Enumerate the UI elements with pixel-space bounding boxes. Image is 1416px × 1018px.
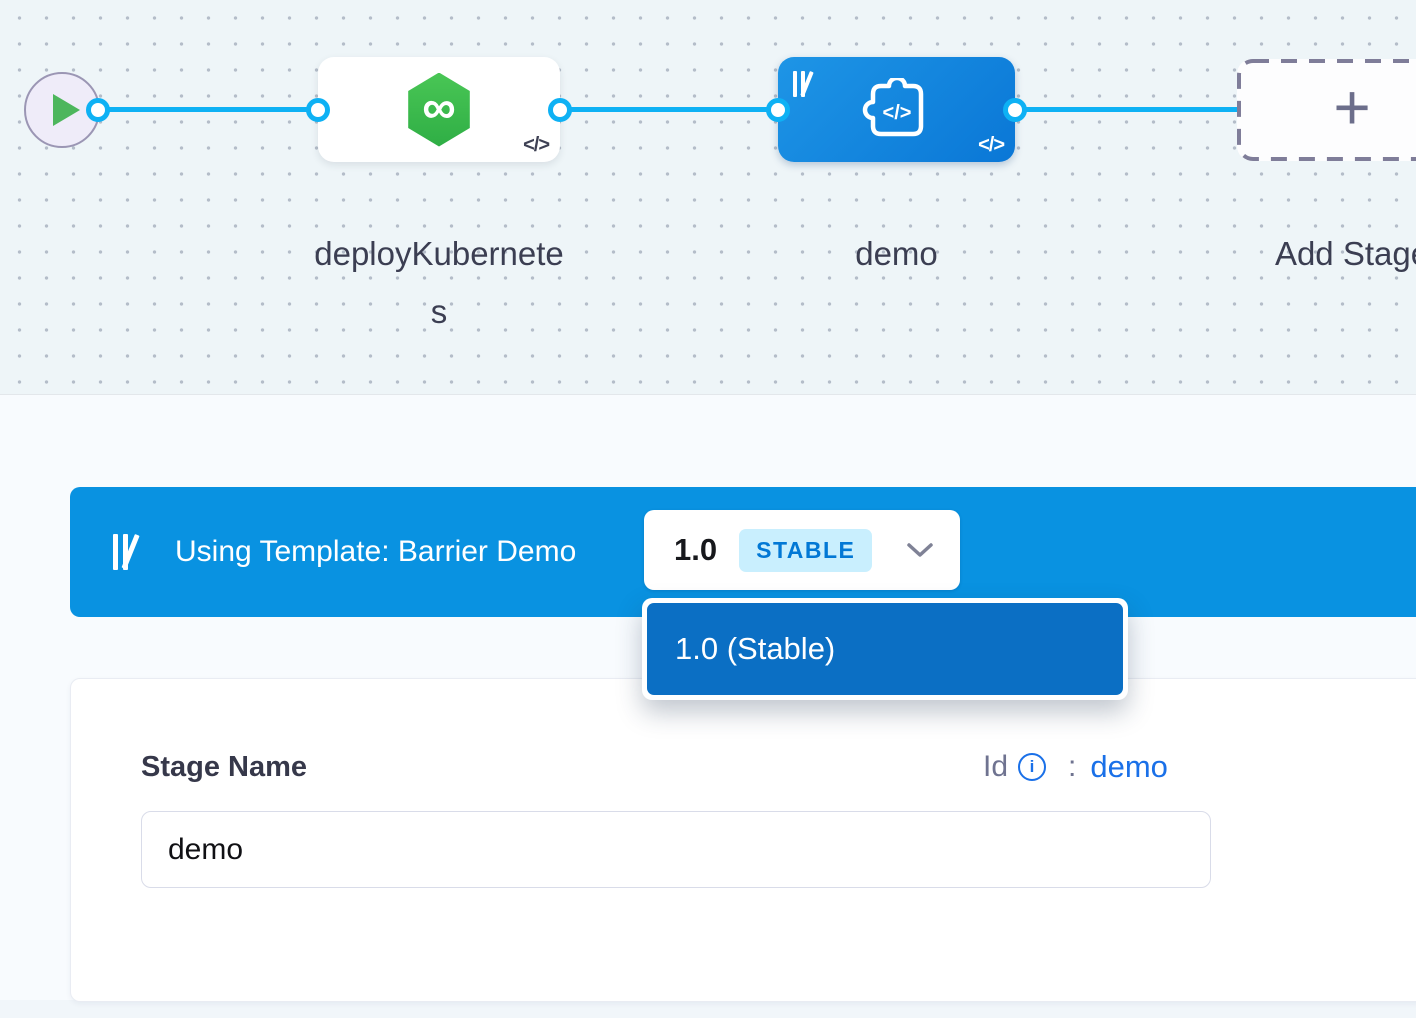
deploy-stage-icon: ∞ (408, 72, 470, 147)
stage-label-deploykubernetes[interactable]: deployKubernetes (314, 235, 564, 330)
stage-node-deploykubernetes[interactable]: ∞ </> (318, 57, 560, 162)
custom-stage-icon: </> (862, 77, 923, 136)
chevron-down-icon (907, 542, 933, 557)
add-stage-label[interactable]: Add Stage (1274, 235, 1416, 272)
code-toggle-icon: </> (523, 134, 550, 156)
svg-text:</>: </> (882, 102, 911, 124)
template-library-icon (113, 534, 151, 570)
stage-id-value[interactable]: demo (1090, 749, 1168, 784)
info-icon[interactable]: i (1018, 753, 1047, 781)
code-toggle-icon: </> (978, 134, 1005, 156)
edge-deploy-to-demo (558, 107, 780, 112)
port-demo-out[interactable] (1003, 98, 1027, 122)
port-start-out[interactable] (86, 98, 110, 122)
stage-name-label: Stage Name (141, 751, 308, 783)
id-colon: : (1068, 750, 1077, 783)
pipeline-canvas[interactable]: ∞ </> </> </> + deployKubernetes demo Ad… (0, 0, 1416, 395)
plus-icon: + (1333, 71, 1371, 143)
stage-node-demo[interactable]: </> </> (778, 57, 1015, 162)
template-banner: Using Template: Barrier Demo 1.0 STABLE (70, 487, 1416, 617)
edge-start-to-deploy (98, 107, 320, 112)
add-stage-button[interactable]: + (1237, 59, 1416, 161)
version-value: 1.0 (674, 532, 718, 567)
stable-badge: STABLE (739, 528, 873, 572)
template-version-select[interactable]: 1.0 STABLE (644, 510, 960, 590)
edge-demo-to-add (1013, 107, 1240, 112)
port-deploy-out[interactable] (548, 98, 572, 122)
id-label: Id (983, 750, 1009, 783)
stage-overview-panel: Stage Name Id i : demo (70, 678, 1416, 1002)
template-banner-label: Using Template: Barrier Demo (175, 535, 577, 568)
stage-label-demo[interactable]: demo (855, 235, 938, 272)
page-bottom-strip (0, 1000, 1416, 1018)
stage-id-row: Id i : demo (983, 749, 1168, 785)
play-icon (52, 94, 80, 126)
port-deploy-in[interactable] (306, 98, 330, 122)
template-library-icon (793, 71, 823, 97)
version-dropdown-menu: 1.0 (Stable) (642, 598, 1128, 700)
port-demo-in[interactable] (766, 98, 790, 122)
version-menu-item[interactable]: 1.0 (Stable) (647, 603, 1123, 695)
infinity-icon: ∞ (422, 80, 456, 133)
stage-name-input[interactable] (141, 811, 1211, 888)
dashed-border (1237, 59, 1416, 161)
